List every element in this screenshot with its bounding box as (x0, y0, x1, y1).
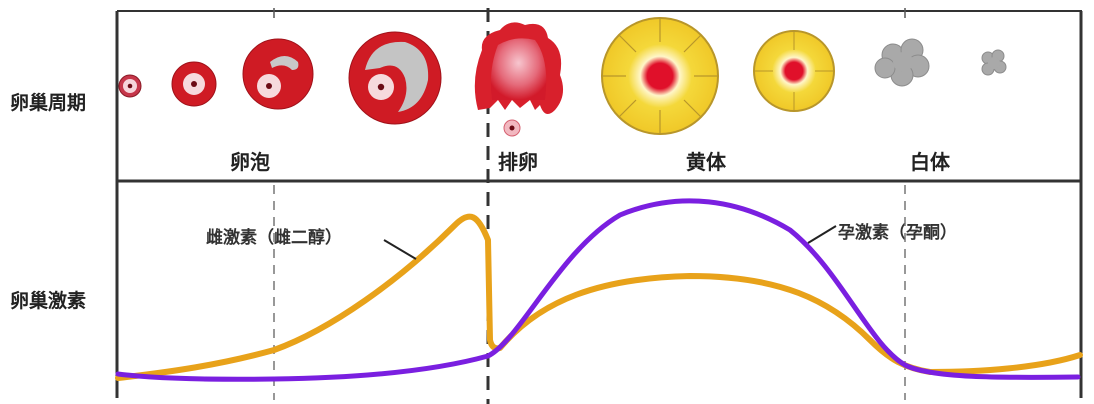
corpus-albicans-large-icon (874, 38, 930, 87)
mature-follicle-icon (348, 31, 442, 125)
stage-label-follicle: 卵泡 (230, 150, 270, 174)
corpus-luteum-small-icon (753, 30, 835, 112)
progesterone-leader-line (807, 225, 837, 244)
stage-label-corpus-albicans: 白体 (910, 150, 950, 174)
ovarian-hormone-row-label: 卵巢激素 (10, 290, 87, 312)
estrogen-leader-line (383, 239, 417, 260)
stage-label-corpus-luteum: 黄体 (686, 150, 726, 174)
diagram-frame (115, 10, 1083, 398)
progesterone-curve-label: 孕激素（孕酮） (838, 223, 957, 243)
corpus-luteum-large-icon (601, 17, 719, 135)
ovulation-rupture-icon (474, 22, 564, 137)
primordial-follicle-icon (118, 74, 142, 98)
primary-follicle-icon (171, 61, 217, 107)
stage-label-ovulation: 排卵 (498, 150, 538, 174)
corpus-albicans-small-icon (981, 49, 1007, 76)
secondary-follicle-icon (242, 38, 314, 110)
ovarian-cycle-row-label: 卵巢周期 (10, 92, 87, 114)
progesterone-curve (115, 198, 1081, 382)
estrogen-curve (115, 213, 1083, 381)
